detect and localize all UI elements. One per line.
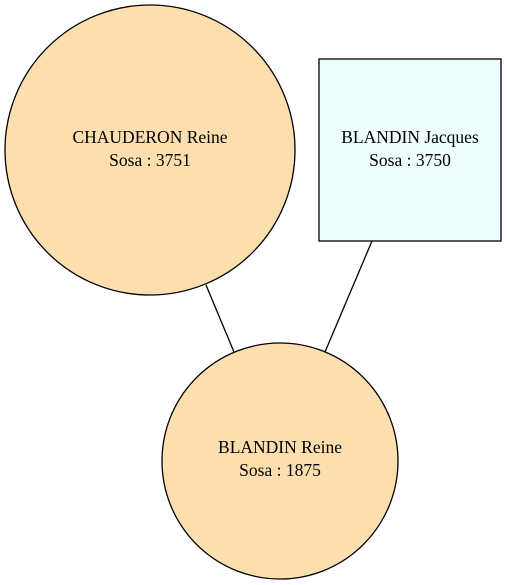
person-circle — [161, 342, 399, 580]
person-name: BLANDIN Reine — [218, 437, 342, 457]
person-circle — [4, 4, 296, 296]
node-chauderon-reine[interactable]: CHAUDERON Reine Sosa : 3751 — [4, 4, 296, 296]
node-blandin-jacques[interactable]: BLANDIN Jacques Sosa : 3750 — [318, 58, 502, 242]
person-sosa: Sosa : 3751 — [109, 150, 191, 170]
node-blandin-reine[interactable]: BLANDIN Reine Sosa : 1875 — [161, 342, 399, 580]
person-sosa: Sosa : 1875 — [239, 460, 321, 480]
person-name: BLANDIN Jacques — [341, 127, 479, 147]
edge-chauderon-to-blandin-reine — [205, 284, 235, 353]
person-box — [318, 58, 502, 242]
person-sosa: Sosa : 3750 — [369, 150, 451, 170]
person-name: CHAUDERON Reine — [72, 127, 227, 147]
edge-blandin-jacques-to-blandin-reine — [324, 240, 373, 353]
